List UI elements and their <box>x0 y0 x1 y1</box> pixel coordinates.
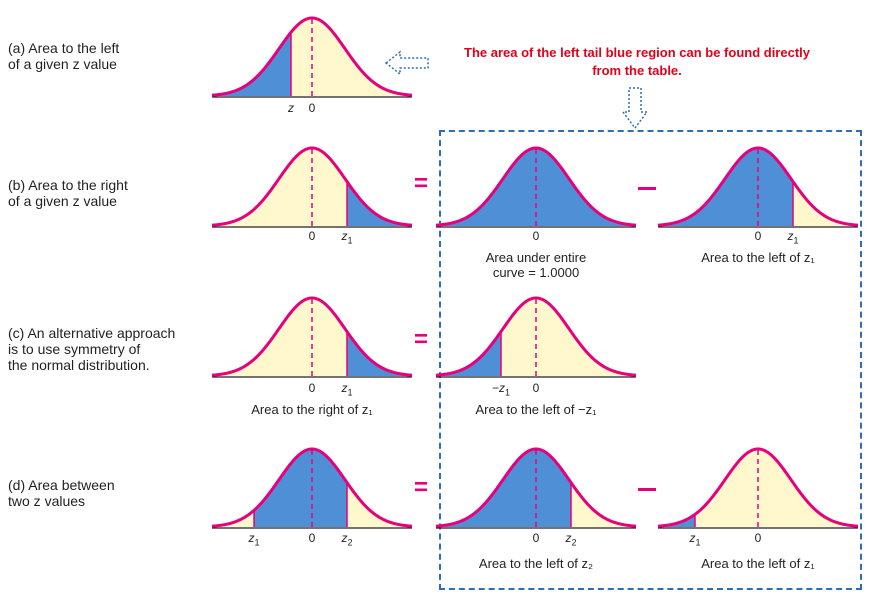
tick-label: z1 <box>787 229 799 246</box>
curve-caption: Area under entire curve = 1.0000 <box>485 250 587 280</box>
normal-curve-d3 <box>657 447 859 529</box>
curve-outline <box>657 146 859 227</box>
row-a-label: (a) Area to the left of a given z value <box>8 40 120 72</box>
tick-label: z2 <box>341 531 353 548</box>
curve-caption: Area to the left of z₂ <box>478 556 594 571</box>
curve-outline <box>435 146 637 227</box>
tick-label: 0 <box>308 101 316 115</box>
normal-curve-b3 <box>657 146 859 228</box>
down-arrow-icon <box>621 87 649 130</box>
minus-operator-b <box>638 187 656 190</box>
shaded-area <box>347 331 410 376</box>
curve-caption: Area to the left of z₁ <box>701 556 815 571</box>
curve-outline <box>211 296 413 377</box>
table-lookup-frame <box>439 130 862 590</box>
tick-label: z1 <box>341 229 353 246</box>
tick-label: z1 <box>341 381 353 398</box>
equals-operator-c: = <box>414 326 429 353</box>
normal-curve-d1 <box>211 447 413 529</box>
tick-label: 0 <box>532 531 540 545</box>
equals-operator-d: = <box>414 474 429 501</box>
normal-curve-d2 <box>435 447 637 529</box>
tick-label: −z1 <box>491 381 511 398</box>
tick-label: z <box>288 101 294 115</box>
shaded-area <box>254 449 347 527</box>
normal-curve-c1 <box>211 296 413 378</box>
curve-outline <box>435 447 637 528</box>
tick-label: 0 <box>754 531 762 545</box>
curve-caption: Area to the left of z₁ <box>701 250 815 265</box>
left-arrow-icon <box>384 50 429 76</box>
curve-caption: Area to the left of −z₁ <box>475 402 597 417</box>
tick-label: 0 <box>754 229 762 243</box>
tick-label: 0 <box>532 381 540 395</box>
shaded-area <box>347 181 410 226</box>
shaded-area <box>214 32 291 96</box>
tick-label: 0 <box>308 381 316 395</box>
tick-label: z1 <box>248 531 260 548</box>
normal-curve-b1 <box>211 146 413 228</box>
minus-operator-d <box>638 488 656 491</box>
row-c-label: (c) An alternative approach is to use sy… <box>8 325 176 373</box>
row-d-label: (d) Area between two z values <box>8 477 115 509</box>
tick-label: z1 <box>689 531 701 548</box>
tick-label: 0 <box>532 229 540 243</box>
curve-outline <box>211 16 413 97</box>
normal-curve-c2 <box>435 296 637 378</box>
curve-outline <box>435 296 637 377</box>
equals-operator-b: = <box>414 170 429 197</box>
curve-caption: Area to the right of z₁ <box>251 402 373 417</box>
shaded-area <box>438 331 501 376</box>
shaded-area <box>660 148 793 226</box>
shaded-area <box>438 449 571 527</box>
curve-outline <box>211 146 413 227</box>
row-b-label: (b) Area to the right of a given z value <box>8 177 128 209</box>
tick-label: z2 <box>565 531 577 548</box>
tick-label: 0 <box>308 229 316 243</box>
normal-curve-a1 <box>211 16 413 98</box>
curve-outline <box>657 447 859 528</box>
shaded-area <box>660 514 695 527</box>
normal-curve-b2 <box>435 146 637 228</box>
tick-label: 0 <box>308 531 316 545</box>
curve-outline <box>211 447 413 528</box>
table-lookup-callout: The area of the left tail blue region ca… <box>464 45 810 78</box>
